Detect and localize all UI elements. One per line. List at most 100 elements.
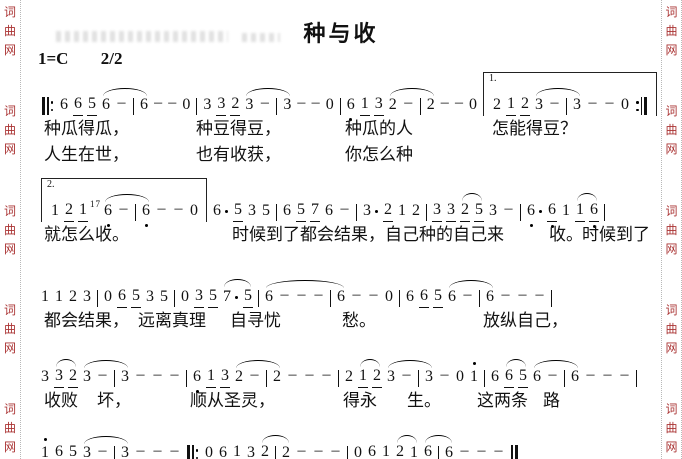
duration-dash: – <box>136 442 145 459</box>
note: 3 <box>535 96 544 113</box>
repeat-dot <box>195 449 198 452</box>
rest: 0 <box>354 444 362 459</box>
note: 6 <box>423 442 433 459</box>
note: 1 <box>398 202 406 219</box>
note: 3 <box>54 366 64 388</box>
lyric-segment: 就怎么收。 <box>44 225 129 244</box>
lyric-segment: 人生在世， <box>44 145 129 164</box>
octave-dot-above <box>43 438 47 441</box>
note: 6 <box>283 202 291 219</box>
watermark-character: 网 <box>3 440 16 454</box>
barline <box>479 290 480 307</box>
tie-arc: 3–3 <box>242 86 294 116</box>
note: 6 <box>325 202 333 219</box>
duration-dot <box>225 210 228 213</box>
barline <box>258 290 259 307</box>
duration-dash: – <box>440 366 449 383</box>
note: 6 <box>265 288 273 305</box>
note: 5 <box>296 200 306 222</box>
octave-dot-below <box>550 225 554 228</box>
lyrics-row: 都会结果，远离真理自寻忧愁。放纵自己， <box>22 310 660 334</box>
note: 3 <box>425 368 433 385</box>
music-system-5: 1653–3–––061322–––0612166–––各有方向，你正走在哪条路… <box>22 424 660 459</box>
barline-stroke <box>187 445 190 459</box>
repeat-dot <box>50 101 53 104</box>
note: 3 <box>220 366 230 388</box>
watermark-character: 曲 <box>3 222 16 237</box>
repeat-end <box>636 96 648 116</box>
watermark-character: 曲 <box>665 222 678 237</box>
note: 2 <box>235 368 243 385</box>
note: 2 <box>345 368 353 385</box>
lyric-segment: 都会结果， <box>44 311 129 330</box>
watermark-group: 词曲网 <box>0 105 20 155</box>
duration-dash: – <box>463 286 472 303</box>
barline <box>186 370 187 387</box>
note: 2 <box>64 200 74 222</box>
faint-print-artifact <box>56 31 228 42</box>
note: 2 <box>68 366 78 388</box>
barline <box>636 370 637 387</box>
watermark-character: 词 <box>3 203 16 218</box>
note: 6 <box>73 94 83 116</box>
lyric-segment: 自寻忧 <box>230 311 281 330</box>
barline <box>276 204 277 221</box>
duration-dash: – <box>322 366 331 383</box>
watermark-character: 网 <box>665 241 678 256</box>
duration-dash: – <box>288 366 297 383</box>
tie-arc: 6–6 <box>101 192 153 227</box>
note: 3 <box>83 288 91 305</box>
note: 7 <box>223 288 231 305</box>
rest: 0 <box>469 96 478 113</box>
note: 3 <box>83 444 91 459</box>
barline <box>135 204 136 221</box>
note: 5 <box>208 286 218 308</box>
lyric-segment: 放纵自己， <box>483 311 568 330</box>
note: 6 <box>192 367 202 393</box>
watermark-character: 网 <box>3 142 16 157</box>
tie-arc: 2–2 <box>232 358 284 388</box>
duration-dash: – <box>440 94 449 111</box>
watermark-column-right: 词曲网词曲网词曲网词曲网词曲网 <box>661 0 682 459</box>
lyric-segment: 收。 <box>549 225 583 244</box>
watermark-character: 网 <box>3 43 16 57</box>
barline <box>275 446 276 459</box>
note: 6 <box>486 288 494 305</box>
barline-stroke <box>644 97 648 115</box>
note: 6 <box>103 201 113 227</box>
duration-dash: – <box>402 366 411 383</box>
watermark-character: 词 <box>3 402 16 416</box>
duration-dash: – <box>504 200 513 217</box>
duration-dash: – <box>603 366 612 383</box>
note: 1 <box>206 366 216 388</box>
tie-arc: 6–6 <box>445 278 497 308</box>
tie-arc: 3–3 <box>80 358 132 388</box>
note: 6 <box>589 200 599 228</box>
watermark-group: 词曲网 <box>0 6 20 56</box>
octave-dot-below <box>144 224 148 227</box>
lyric-segment: 也有收获， <box>196 145 281 164</box>
note: 5 <box>262 202 270 219</box>
note: 1 <box>469 362 479 388</box>
note: 5 <box>243 286 253 308</box>
watermark-character: 网 <box>665 142 678 157</box>
watermark-character: 网 <box>3 340 16 355</box>
watermark-character: 曲 <box>665 321 678 336</box>
lyric-segment: 远离真理 <box>138 311 206 330</box>
note: 6 <box>491 368 499 385</box>
note: 3 <box>121 368 129 385</box>
barline <box>426 204 427 221</box>
note: 2 <box>260 442 270 459</box>
lyrics-row: 种瓜得瓜，种豆得豆，种瓜的人怎能得豆？ <box>22 118 660 142</box>
note: 2 <box>426 96 435 113</box>
watermark-column-left: 词曲网词曲网词曲网词曲网词曲网 <box>0 0 21 459</box>
repeat-dots <box>50 101 53 111</box>
